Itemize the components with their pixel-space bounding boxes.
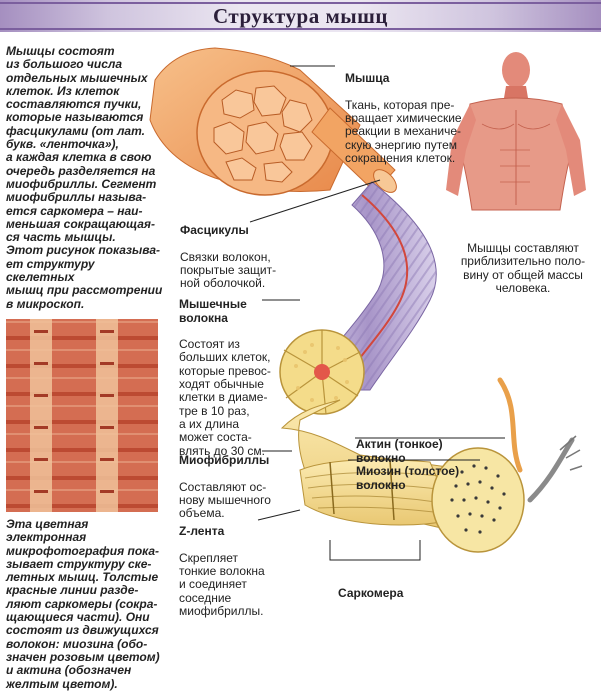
title-top-rule	[0, 2, 601, 4]
label-muscle-name: Мышца	[345, 71, 390, 86]
label-myofibrils-desc: Составляют ос- нову мышечного объема.	[179, 479, 271, 521]
label-zline-name: Z-лента	[179, 524, 225, 539]
label-fibers-desc: Состоят из больших клеток, которые прево…	[179, 337, 271, 458]
human-body-illustration	[446, 52, 586, 211]
leader-lines	[249, 65, 505, 561]
myofibril-illustration	[280, 377, 583, 553]
label-myofibrils: Миофибриллы Составляют ос- нову мышечног…	[179, 441, 289, 521]
label-fibers: Мышечные волокна Состоят из больших клет…	[179, 285, 289, 458]
label-myofibrils-name: Миофибриллы	[179, 453, 270, 468]
label-zline: Z-лента Скрепляет тонкие волокна и соеди…	[179, 512, 289, 618]
muscle-fiber-illustration	[279, 181, 437, 415]
body-caption: Мышцы составляют приблизительно поло- ви…	[460, 241, 586, 295]
micrograph-image	[6, 319, 158, 512]
label-actin-name: Актин (тонкое) волокно	[356, 437, 443, 465]
label-fascicles-name: Фасцикулы	[180, 223, 249, 238]
label-sarcomere: Саркомера	[338, 574, 438, 614]
label-fibers-name: Мышечные волокна	[179, 297, 247, 325]
label-muscle: Мышца Ткань, которая пре- вращает химиче…	[345, 59, 505, 165]
title-bar: Структура мышц	[0, 0, 601, 32]
intro-text: Мышцы состоят из большого числа отдельны…	[6, 44, 163, 311]
label-actin: Актин (тонкое) волокно	[356, 425, 476, 478]
label-sarcomere-name: Саркомера	[338, 586, 404, 601]
title-bottom-rule	[0, 28, 601, 30]
page-title: Структура мышц	[213, 4, 388, 28]
label-fascicles: Фасцикулы Связки волокон, покрытые защит…	[180, 211, 290, 291]
label-muscle-desc: Ткань, которая пре- вращает химические р…	[345, 97, 462, 166]
label-zline-desc: Скрепляет тонкие волокна и соединяет сос…	[179, 550, 265, 619]
label-myosin: Миозин (толстое) волокно	[356, 452, 481, 505]
muscle-illustration	[149, 47, 397, 196]
label-fascicles-desc: Связки волокон, покрытые защит- ной обол…	[180, 249, 277, 291]
label-myosin-name: Миозин (толстое) волокно	[356, 464, 460, 492]
